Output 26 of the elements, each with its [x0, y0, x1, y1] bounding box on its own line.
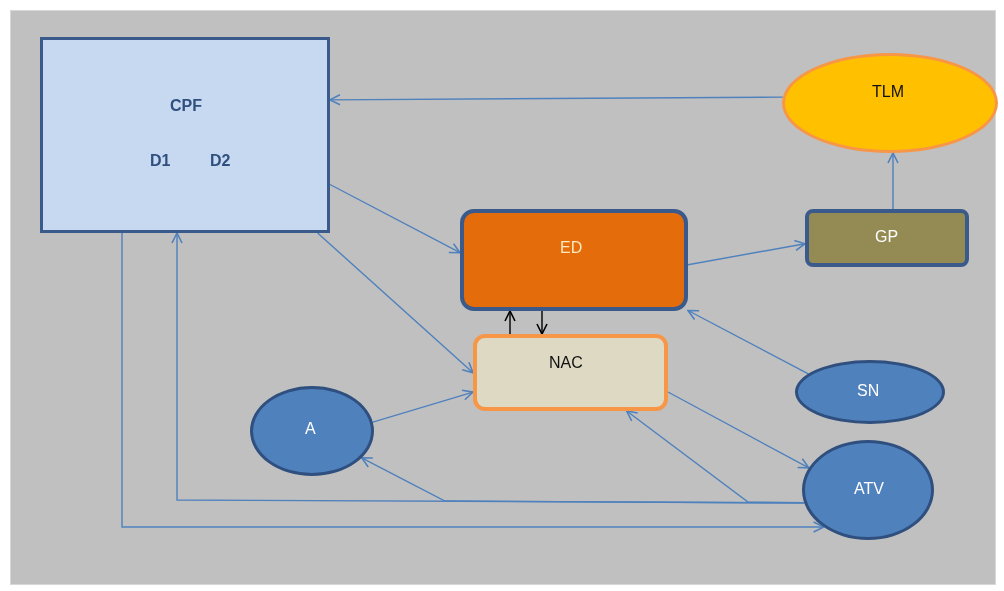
process-box [40, 37, 330, 233]
arrow [329, 94, 784, 106]
node-label: A [305, 420, 316, 438]
node-label: SN [857, 382, 880, 400]
arrow [687, 309, 809, 375]
arrow [360, 457, 805, 504]
node-label: ATV [854, 480, 884, 498]
process-box [473, 334, 668, 411]
arrow [687, 239, 806, 266]
arrow [536, 310, 548, 335]
arrow [316, 232, 474, 374]
node-label: D2 [210, 152, 231, 170]
node-label: ED [560, 239, 583, 257]
node-label: D1 [150, 152, 171, 170]
arrow [504, 310, 516, 335]
arrow [329, 183, 461, 254]
node-label: CPF [170, 97, 202, 115]
arrow [625, 410, 805, 504]
process-box [805, 209, 969, 267]
process-box [460, 209, 688, 311]
arrow [667, 391, 810, 469]
node-label: GP [875, 228, 899, 246]
arrow [887, 152, 899, 210]
node-label: NAC [549, 354, 583, 372]
arrow [372, 389, 474, 423]
node-label: TLM [872, 83, 904, 101]
